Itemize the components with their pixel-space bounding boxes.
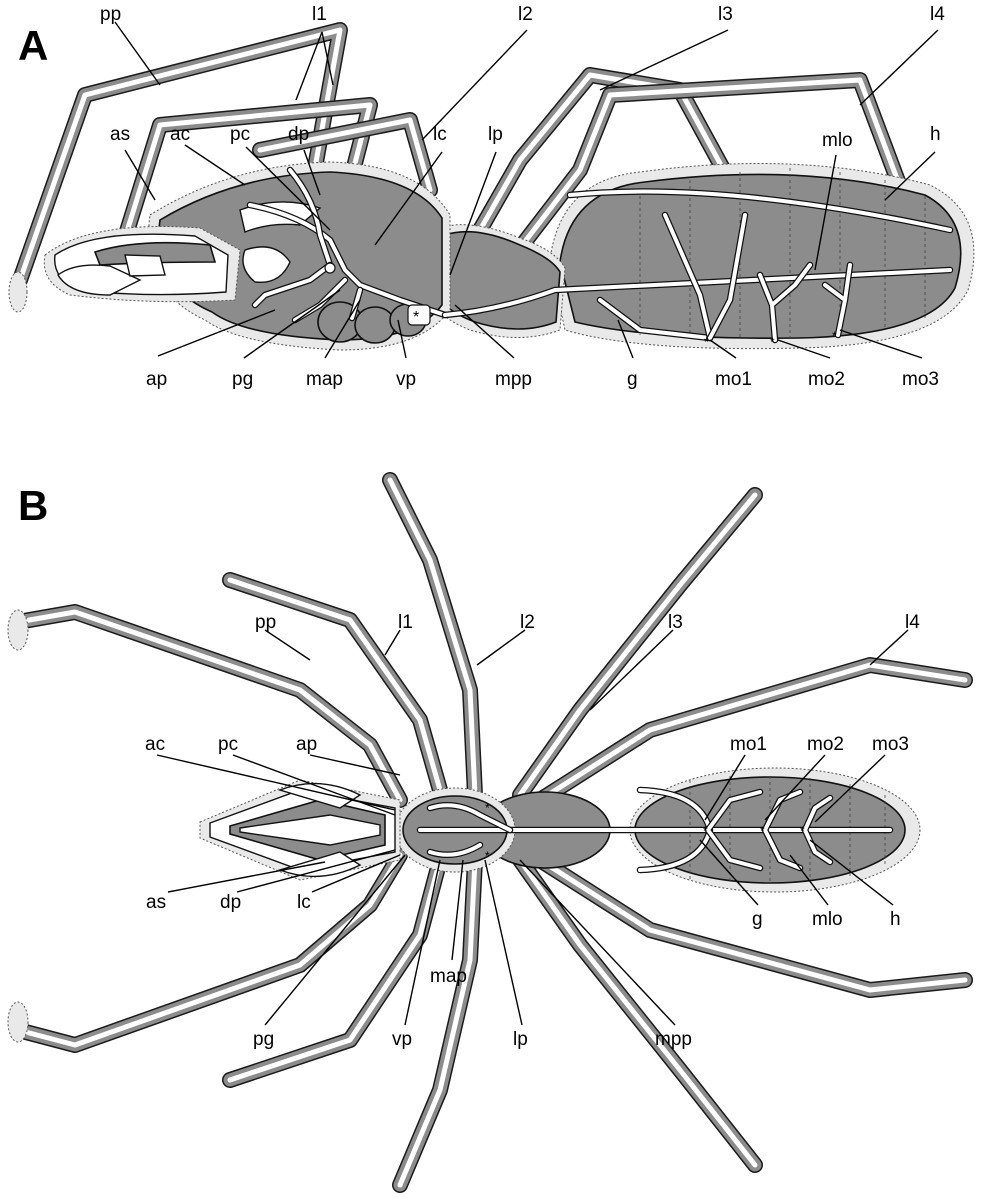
panel-a-vessels: * * * * — [246, 166, 954, 349]
label-l3: l3 — [668, 612, 683, 633]
label-pc: pc — [218, 734, 238, 755]
label-mpp: mpp — [655, 1029, 692, 1050]
label-vp: vp — [396, 369, 416, 390]
svg-text:*: * — [832, 329, 837, 343]
panel-b: B — [7, 472, 973, 1193]
label-pg: pg — [253, 1029, 274, 1050]
panel-b-labels: pp l1 l2 l3 l4 ac pc ap mo1 mo2 mo3 as d… — [145, 612, 920, 1050]
label-lc: lc — [297, 892, 311, 913]
panel-b-leg-3-upper — [512, 487, 763, 803]
svg-text:*: * — [703, 824, 708, 838]
label-mo3: mo3 — [902, 369, 939, 390]
label-dp: dp — [220, 892, 241, 913]
panel-a-leg-3 — [432, 67, 748, 308]
label-l4: l4 — [930, 4, 945, 25]
panel-b-leg-4-upper — [532, 657, 973, 808]
label-vp: vp — [392, 1029, 412, 1050]
svg-text:*: * — [485, 801, 490, 815]
label-l1: l1 — [312, 4, 327, 25]
panel-b-vessels: * * * * * — [416, 786, 894, 874]
panel-b-letter: B — [18, 482, 48, 529]
svg-text:*: * — [704, 335, 709, 349]
label-mpp: mpp — [495, 369, 532, 390]
label-map: map — [430, 966, 467, 987]
svg-text:*: * — [760, 824, 765, 838]
panel-a-leaders — [114, 21, 939, 359]
panel-b-pedipalp-lower — [7, 847, 408, 1053]
label-map: map — [306, 369, 343, 390]
panel-b-body — [199, 767, 921, 893]
panel-a: A — [8, 4, 975, 390]
panel-b-leg-1-upper — [222, 572, 448, 798]
panel-b-legs — [7, 472, 973, 1193]
label-pp: pp — [255, 612, 276, 633]
label-g: g — [627, 369, 638, 390]
label-l3: l3 — [718, 4, 733, 25]
label-lp: lp — [513, 1029, 528, 1050]
svg-text:*: * — [800, 824, 805, 838]
label-mo1: mo1 — [715, 369, 752, 390]
label-mlo: mlo — [822, 130, 853, 151]
label-ac: ac — [145, 734, 165, 755]
svg-text:*: * — [485, 849, 490, 863]
svg-text:*: * — [413, 309, 419, 326]
panel-b-leg-4-lower — [532, 852, 973, 998]
label-pg: pg — [232, 369, 253, 390]
svg-text:*: * — [770, 335, 775, 349]
panel-b-leg-3-lower — [512, 852, 763, 1173]
label-as: as — [110, 124, 130, 145]
panel-b-pedipalp-upper — [7, 604, 408, 808]
label-l4: l4 — [905, 612, 920, 633]
label-l2: l2 — [520, 612, 535, 633]
label-mo1: mo1 — [730, 734, 767, 755]
panel-b-leg-1-lower — [222, 852, 448, 1088]
label-as: as — [146, 892, 166, 913]
panel-b-leaders — [156, 629, 909, 1026]
label-ap: ap — [146, 369, 167, 390]
label-mo3: mo3 — [872, 734, 909, 755]
label-pp: pp — [100, 4, 121, 25]
label-mo2: mo2 — [807, 734, 844, 755]
panel-a-body — [43, 161, 975, 351]
label-h: h — [890, 909, 901, 930]
label-g: g — [752, 909, 763, 930]
label-h: h — [930, 124, 941, 145]
panel-a-leg-4 — [472, 72, 913, 308]
label-dp: dp — [288, 124, 309, 145]
panel-b-leg-2-lower — [392, 852, 483, 1193]
label-l1: l1 — [398, 612, 413, 633]
panel-a-labels: pp l1 l2 l3 l4 as ac pc dp lc lp mlo h a… — [100, 4, 945, 390]
panel-b-leg-2-upper — [382, 472, 483, 803]
panel-a-letter: A — [18, 22, 48, 69]
label-mlo: mlo — [812, 909, 843, 930]
label-ac: ac — [170, 124, 190, 145]
label-mo2: mo2 — [808, 369, 845, 390]
label-l2: l2 — [518, 4, 533, 25]
label-lc: lc — [433, 124, 447, 145]
label-lp: lp — [488, 124, 503, 145]
label-pc: pc — [230, 124, 250, 145]
label-ap: ap — [296, 734, 317, 755]
